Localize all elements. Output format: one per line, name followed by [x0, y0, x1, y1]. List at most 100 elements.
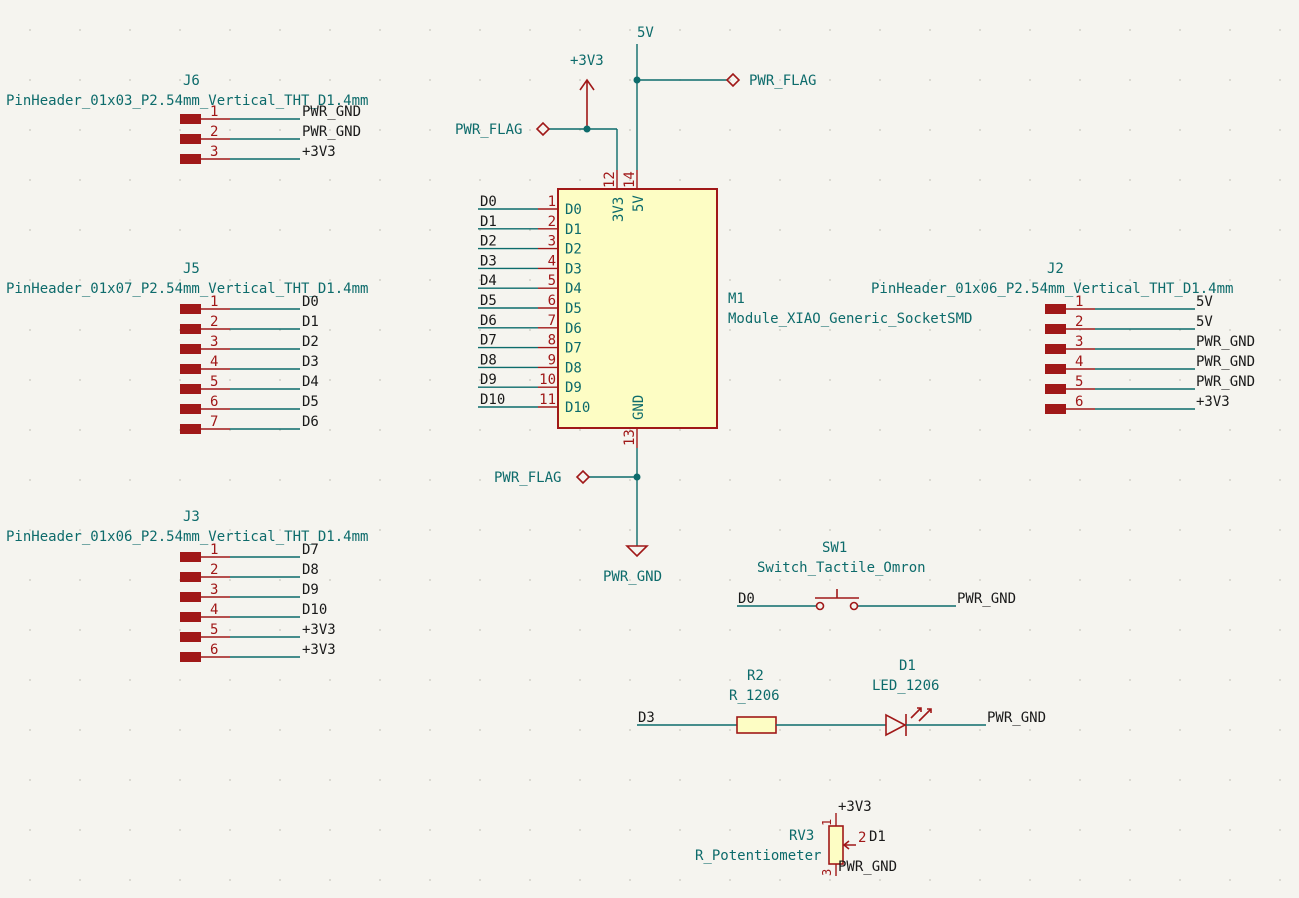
pot-rv3[interactable]: RV3 R_Potentiometer +3V3 D1 PWR_GND 1 2 …	[695, 799, 897, 876]
header-pin-net-label: PWR_GND	[1196, 334, 1255, 350]
pwr-flag-5v-icon	[725, 72, 741, 88]
power-3v3-arrow-icon	[579, 78, 595, 129]
header-j5[interactable]: J5 PinHeader_01x07_P2.54mm_Vertical_THT_…	[6, 261, 368, 434]
resistor-r2[interactable]: R2 R_1206 D3	[637, 668, 886, 734]
resistor-body-icon	[736, 716, 777, 734]
header-pin-row[interactable]: 5+3V3	[180, 622, 336, 642]
module-m1-ref: M1	[728, 291, 745, 307]
switch-sw1[interactable]: SW1 Switch_Tactile_Omron D0 PWR_GND	[737, 540, 1016, 611]
led-d1[interactable]: D1 LED_1206 PWR_GND	[872, 658, 1046, 737]
module-pin-net-label: D1	[480, 214, 497, 230]
header-j3[interactable]: J3 PinHeader_01x06_P2.54mm_Vertical_THT_…	[6, 509, 368, 662]
header-pin-row[interactable]: 3+3V3	[180, 144, 336, 164]
pwr-flag-gnd-label: PWR_FLAG	[494, 470, 561, 486]
header-j6[interactable]: J6 PinHeader_01x03_P2.54mm_Vertical_THT_…	[6, 73, 368, 164]
switch-ref: SW1	[822, 540, 847, 556]
header-pin-number: 5	[210, 622, 218, 638]
header-pin-net-label: +3V3	[302, 144, 336, 160]
header-pin-number: 6	[1075, 394, 1083, 410]
header-pin-pad-icon	[1045, 324, 1066, 334]
header-pin-row[interactable]: 2 D8	[180, 562, 319, 582]
header-pin-pad-icon	[180, 612, 201, 622]
module-pin-net-label: D7	[480, 333, 497, 349]
module-pin-net-label: D8	[480, 352, 497, 368]
module-pin-name: D9	[565, 380, 582, 396]
module-pin-number: 1	[548, 194, 556, 210]
header-pin-row[interactable]: 6+3V3	[180, 642, 336, 662]
header-pin-pad-icon	[180, 424, 201, 434]
module-pin-name: D1	[565, 222, 582, 238]
header-pin-pad-icon	[1045, 344, 1066, 354]
header-pin-number: 1	[1075, 294, 1083, 310]
header-j2[interactable]: J2 PinHeader_01x06_P2.54mm_Vertical_THT_…	[871, 261, 1255, 414]
pot-net-bottom: PWR_GND	[838, 859, 897, 875]
module-pin-name: D5	[565, 301, 582, 317]
module-pin-number: 6	[548, 293, 556, 309]
ground-icon	[625, 545, 649, 558]
header-pin-net-label: +3V3	[1196, 394, 1230, 410]
power-3v3-label: +3V3	[570, 53, 604, 69]
power-5v-label: 5V	[637, 25, 654, 41]
header-pin-number: 3	[210, 582, 218, 598]
pot-pin-top-number: 1	[820, 819, 834, 826]
header-pin-net-label: D8	[302, 562, 319, 578]
pot-pin-bottom-number: 3	[820, 869, 834, 876]
header-pin-net-label: PWR_GND	[1196, 374, 1255, 390]
module-pin-name: D3	[565, 261, 582, 277]
junction-gnd	[633, 473, 641, 481]
module-pin-name: D2	[565, 242, 582, 258]
pwr-flag-3v3-label: PWR_FLAG	[455, 122, 522, 138]
header-pin-number: 2	[210, 562, 218, 578]
switch-actuator-icon	[815, 589, 859, 599]
module-pin-name: D6	[565, 321, 582, 337]
module-pin-number: 5	[548, 273, 556, 289]
header-pin-row[interactable]: 3 PWR_GND	[1045, 334, 1255, 354]
header-pin-pad-icon	[180, 552, 201, 562]
module-pin-14-number: 14	[622, 171, 638, 188]
header-pin-pad-icon	[180, 154, 201, 164]
module-pin-number: 8	[548, 333, 556, 349]
header-pin-pad-icon	[1045, 304, 1066, 314]
pwr-flag-3v3-icon	[535, 121, 551, 137]
header-pin-net-label: PWR_GND	[1196, 354, 1255, 370]
header-j5-value: PinHeader_01x07_P2.54mm_Vertical_THT_D1.…	[6, 281, 368, 297]
header-pin-number: 2	[210, 314, 218, 330]
resistor-ref: R2	[747, 668, 764, 684]
header-pin-net-label: PWR_GND	[302, 124, 361, 140]
module-pin-name: D4	[565, 281, 582, 297]
header-pin-row[interactable]: 6 +3V3	[1045, 394, 1230, 414]
header-pin-number: 3	[1075, 334, 1083, 350]
header-pin-pad-icon	[180, 404, 201, 414]
header-pin-net-label: D4	[302, 374, 319, 390]
header-pin-net-label: 5V	[1196, 314, 1213, 330]
junction-3v3	[583, 125, 591, 133]
